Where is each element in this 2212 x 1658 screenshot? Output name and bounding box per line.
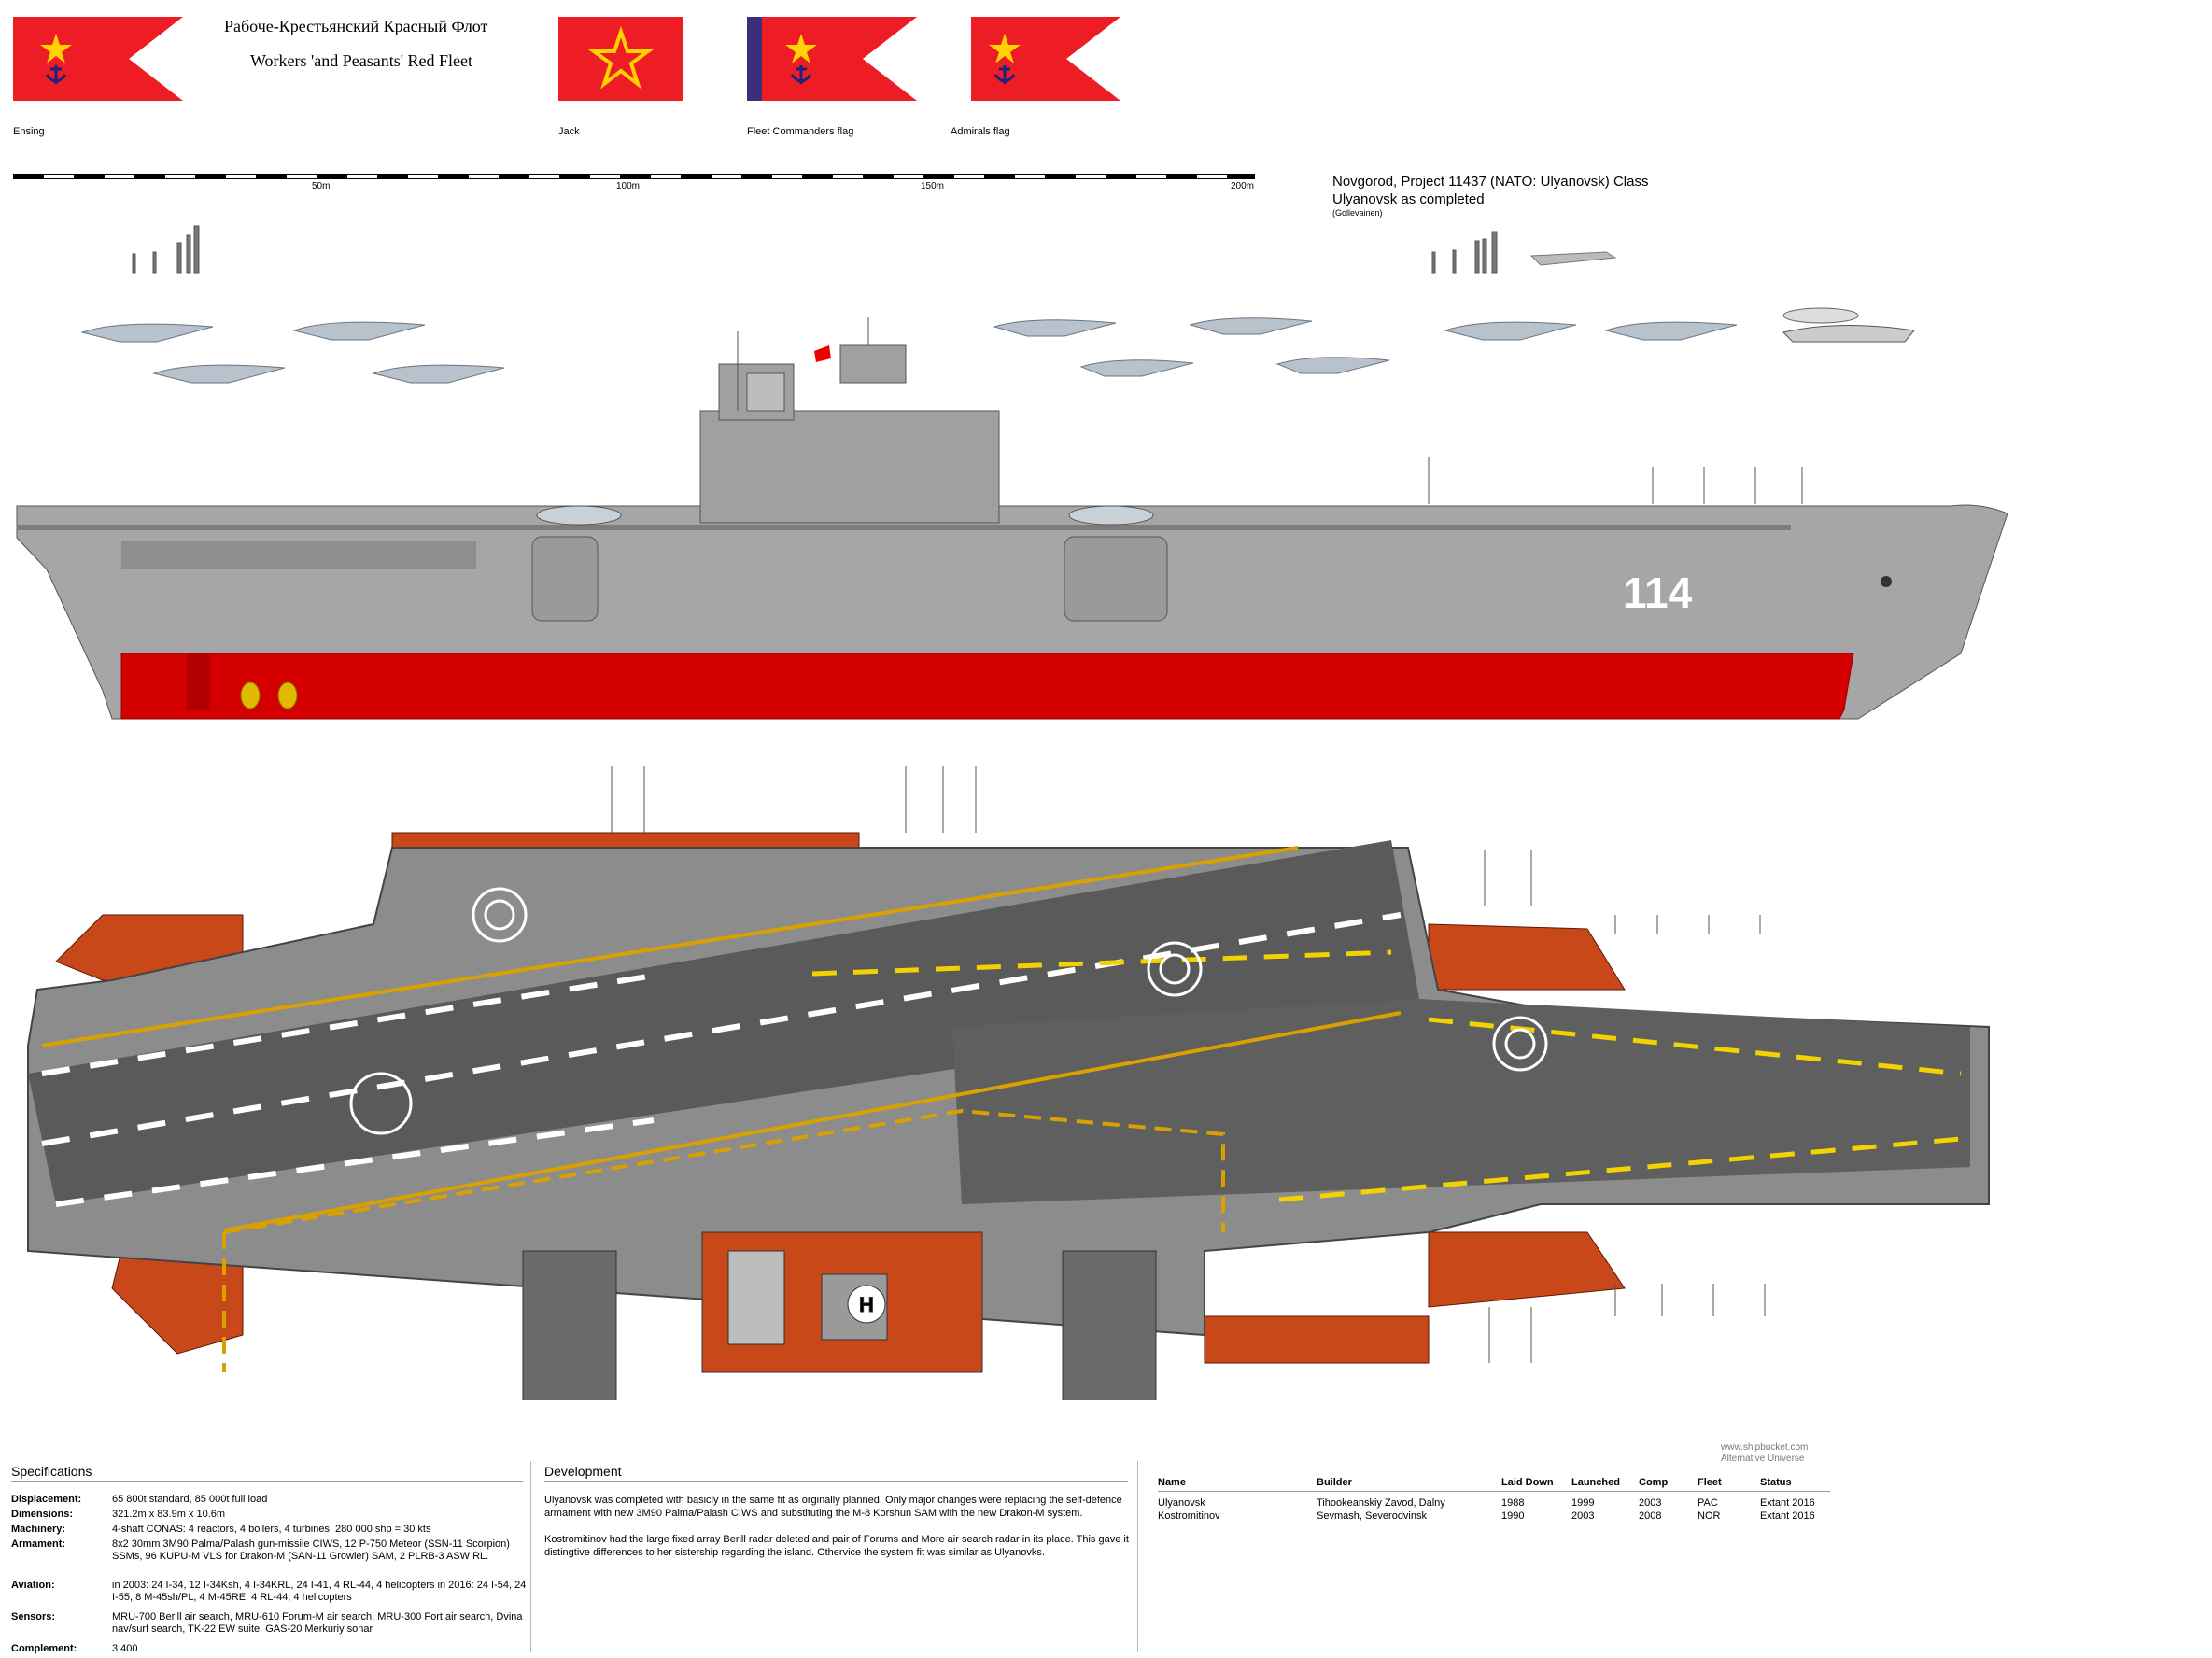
table-header-fleet: Fleet [1698,1477,1722,1488]
development-paragraph-2: Kostromitinov had the large fixed array … [544,1534,1129,1558]
svg-text:H: H [859,1293,874,1316]
ship-class-line2: Ulyanovsk as completed [1332,191,1485,207]
table-cell: Sevmash, Severodvinsk [1317,1510,1427,1522]
flag-label-ensign: Ensing [13,126,45,137]
table-cell: 1990 [1501,1510,1525,1522]
scale-label-200m: 200m [1231,181,1255,191]
missile-icons-left [132,225,200,274]
table-cell: Kostromitinov [1158,1510,1220,1522]
admiral-flag-icon [951,17,1120,101]
island-superstructure [699,317,1000,524]
ship-plan-view: H [27,766,1990,1400]
flag-label-fleet-commander: Fleet Commanders flag [747,126,854,137]
ship-author: (Gollevainen) [1332,208,1383,218]
scale-label-100m: 100m [616,181,641,191]
jet-fighter-icons [80,317,1738,384]
ship-side-profile [16,317,2008,720]
credit-universe: Alternative Universe [1721,1454,1805,1464]
hull-number: 114 [1623,569,1693,617]
development-paragraph-1: Ulyanovsk was completed with basicly in … [544,1495,1122,1519]
jack-flag-icon [558,17,683,101]
aircraft-elevators [522,1250,1157,1400]
aew-aircraft-icon [1782,307,1915,343]
table-cell: Tihookeanskiy Zavod, Dalny [1317,1497,1445,1509]
table-header-laid-down: Laid Down [1501,1477,1554,1488]
table-cell: 1999 [1571,1497,1595,1509]
propeller-icons [240,681,298,710]
fleet-commander-flag-icon [747,17,917,101]
ship-class-title: Novgorod, Project 11437 (NATO: Ulyanovsk… [1332,173,1648,208]
scale-label-50m: 50m [312,181,331,191]
specifications-heading: Specifications [11,1464,92,1479]
table-cell: Extant 2016 [1760,1510,1815,1522]
flag-label-admiral: Admirals flag [951,126,1010,137]
table-cell: 2003 [1639,1497,1662,1509]
table-cell: 2008 [1639,1510,1662,1522]
missile-icons-right [1431,231,1617,274]
table-header-comp: Comp [1639,1477,1669,1488]
ship-class-line1: Novgorod, Project 11437 (NATO: Ulyanovsk… [1332,174,1649,190]
anchor-icon [1881,576,1892,587]
table-header-builder: Builder [1317,1477,1352,1488]
table-cell: 1988 [1501,1497,1525,1509]
table-header-launched: Launched [1571,1477,1620,1488]
table-cell: Ulyanovsk [1158,1497,1205,1509]
scale-bar [13,174,1255,179]
aircraft-complement-drawing [80,225,1915,384]
island-plan: H [701,1231,983,1373]
table-cell: NOR [1698,1510,1721,1522]
table-cell: Extant 2016 [1760,1497,1815,1509]
scale-label-150m: 150m [921,181,945,191]
credit-site: www.shipbucket.com [1721,1442,1809,1453]
table-header-name: Name [1158,1477,1186,1488]
helicopter-icons [536,505,1154,526]
table-header-status: Status [1760,1477,1792,1488]
credit: www.shipbucket.com Alternative Universe [1721,1442,1808,1465]
development-heading: Development [544,1464,622,1479]
ensign-flag-icon [13,17,183,101]
helipad-circles [349,887,1548,1135]
title-russian: Рабоче-Крестьянский Красный Флот [224,17,488,35]
table-cell: 2003 [1571,1510,1595,1522]
flag-label-jack: Jack [558,126,580,137]
title-english: Workers 'and Peasants' Red Fleet [250,51,472,70]
table-cell: PAC [1698,1497,1718,1509]
